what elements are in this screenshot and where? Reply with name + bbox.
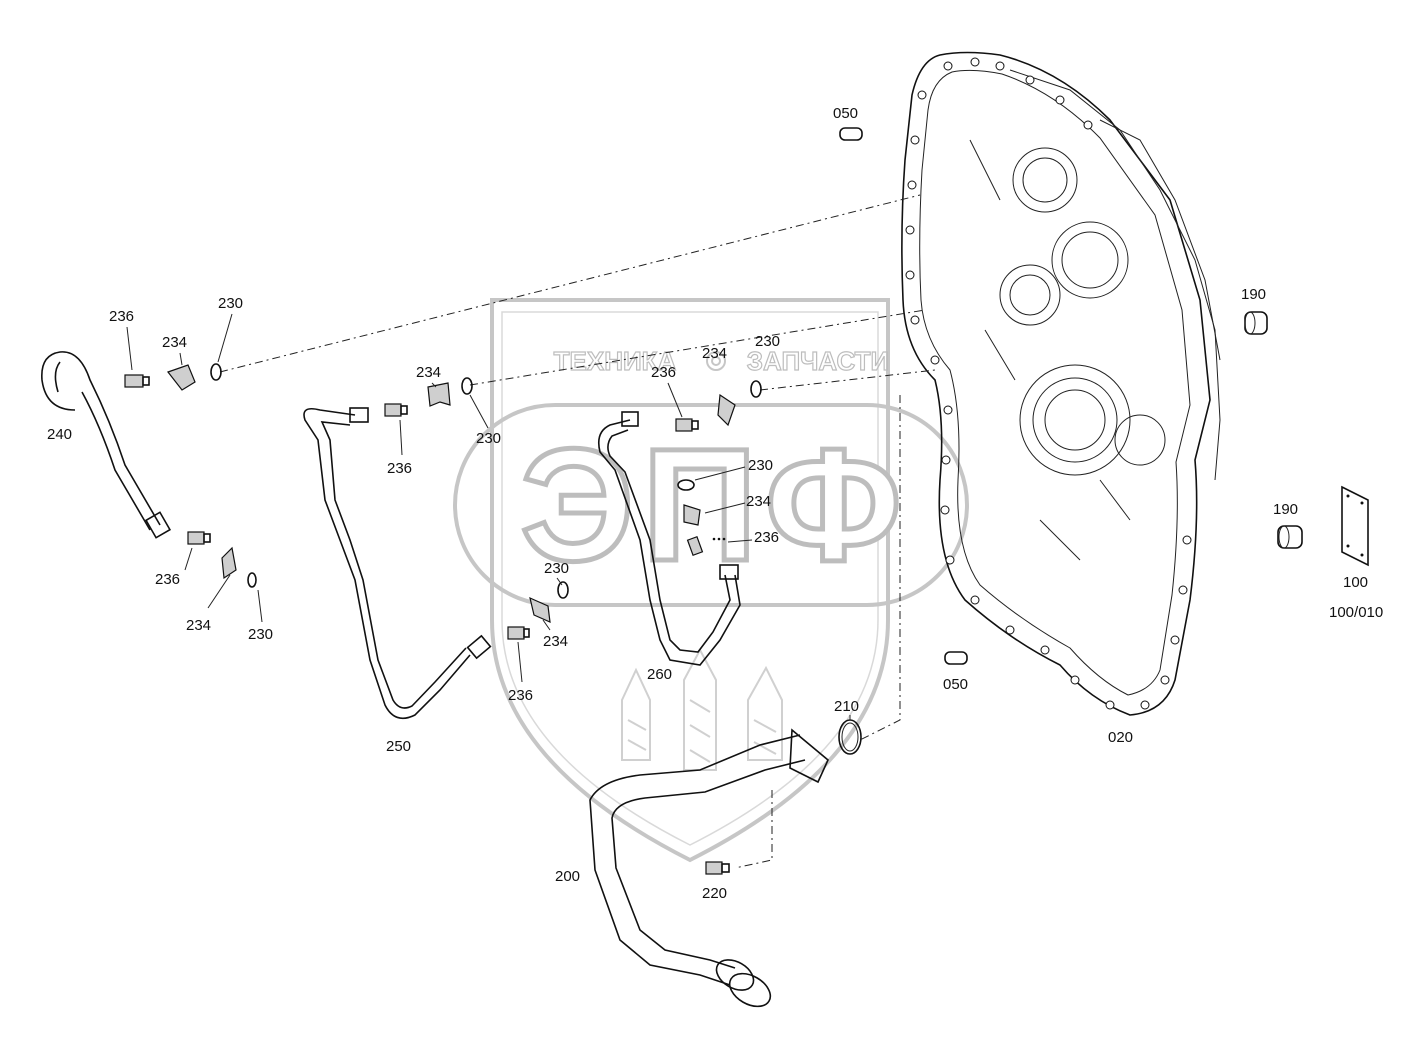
label-234-b: 234 bbox=[416, 364, 441, 381]
bolt-236-1 bbox=[124, 374, 150, 388]
label-234-e: 234 bbox=[186, 617, 211, 634]
label-230-c: 230 bbox=[755, 333, 780, 350]
label-100-010: 100/010 bbox=[1329, 604, 1383, 621]
label-230-a: 230 bbox=[218, 295, 243, 312]
housing-bores bbox=[999, 147, 1166, 476]
hardware bbox=[124, 127, 1369, 875]
bolt-236-5 bbox=[187, 531, 211, 545]
plug-190-1 bbox=[1244, 311, 1268, 335]
label-234-d: 234 bbox=[746, 493, 771, 510]
housing-020 bbox=[901, 51, 1221, 716]
oring-230-3 bbox=[750, 380, 762, 398]
label-210: 210 bbox=[834, 698, 859, 715]
clamp-234-2 bbox=[427, 382, 451, 407]
label-236-d: 236 bbox=[754, 529, 779, 546]
housing-bolt-holes bbox=[905, 57, 1192, 710]
label-050-bottom: 050 bbox=[943, 676, 968, 693]
watermark-band bbox=[453, 403, 969, 607]
label-190-bottom: 190 bbox=[1273, 501, 1298, 518]
label-230-b: 230 bbox=[476, 430, 501, 447]
label-236-f: 236 bbox=[508, 687, 533, 704]
bolt-236-2 bbox=[384, 403, 408, 417]
label-234-a: 234 bbox=[162, 334, 187, 351]
dots bbox=[712, 537, 726, 541]
watermark: ТЕХНИКА ЗАПЧАСТИ ЭПФ bbox=[453, 298, 969, 863]
clamp-234-4 bbox=[683, 504, 701, 526]
label-236-a: 236 bbox=[109, 308, 134, 325]
bolt-236-4 bbox=[686, 536, 704, 556]
label-260: 260 bbox=[647, 666, 672, 683]
pipe-250 bbox=[303, 407, 492, 720]
label-200: 200 bbox=[555, 868, 580, 885]
label-234-c: 234 bbox=[702, 345, 727, 362]
oring-230-6 bbox=[557, 581, 569, 599]
oring-230-2 bbox=[461, 377, 473, 395]
part-labels: 050 050 190 190 100 100/010 020 200 210 … bbox=[47, 105, 1383, 902]
label-234-f: 234 bbox=[543, 633, 568, 650]
label-240: 240 bbox=[47, 426, 72, 443]
bolt-236-3 bbox=[675, 418, 699, 432]
pipe-200 bbox=[589, 728, 829, 1008]
label-230-f: 230 bbox=[544, 560, 569, 577]
bolt-220 bbox=[705, 861, 730, 875]
watermark-big-text: ЭПФ bbox=[520, 415, 909, 594]
oring-230-4 bbox=[677, 479, 695, 491]
clamp-234-3 bbox=[717, 393, 736, 427]
clamp-234-1 bbox=[167, 364, 196, 391]
gasket-100 bbox=[1341, 485, 1369, 567]
pipe-260 bbox=[597, 411, 741, 666]
label-050-top: 050 bbox=[833, 105, 858, 122]
watermark-gear-icon bbox=[706, 351, 726, 371]
bolt-236-6 bbox=[507, 626, 530, 640]
label-220: 220 bbox=[702, 885, 727, 902]
label-236-e: 236 bbox=[155, 571, 180, 588]
clamp-234-6 bbox=[529, 596, 551, 623]
watermark-text-right: ЗАПЧАСТИ bbox=[747, 346, 890, 376]
leader-lines bbox=[126, 313, 851, 720]
pin-050-2 bbox=[944, 651, 968, 665]
oring-230-1 bbox=[210, 363, 222, 381]
label-250: 250 bbox=[386, 738, 411, 755]
label-230-e: 230 bbox=[248, 626, 273, 643]
assembly-lines bbox=[219, 194, 936, 869]
label-100: 100 bbox=[1343, 574, 1368, 591]
watermark-wheat-icon bbox=[621, 647, 783, 771]
clamp-234-5 bbox=[221, 546, 237, 580]
label-230-d: 230 bbox=[748, 457, 773, 474]
plug-190-2 bbox=[1277, 525, 1303, 549]
pipe-240 bbox=[41, 351, 172, 539]
label-236-b: 236 bbox=[387, 460, 412, 477]
label-190-top: 190 bbox=[1241, 286, 1266, 303]
pin-050-1 bbox=[839, 127, 863, 141]
label-020: 020 bbox=[1108, 729, 1133, 746]
label-236-c: 236 bbox=[651, 364, 676, 381]
watermark-shield bbox=[490, 298, 890, 863]
oring-230-5 bbox=[247, 572, 257, 588]
